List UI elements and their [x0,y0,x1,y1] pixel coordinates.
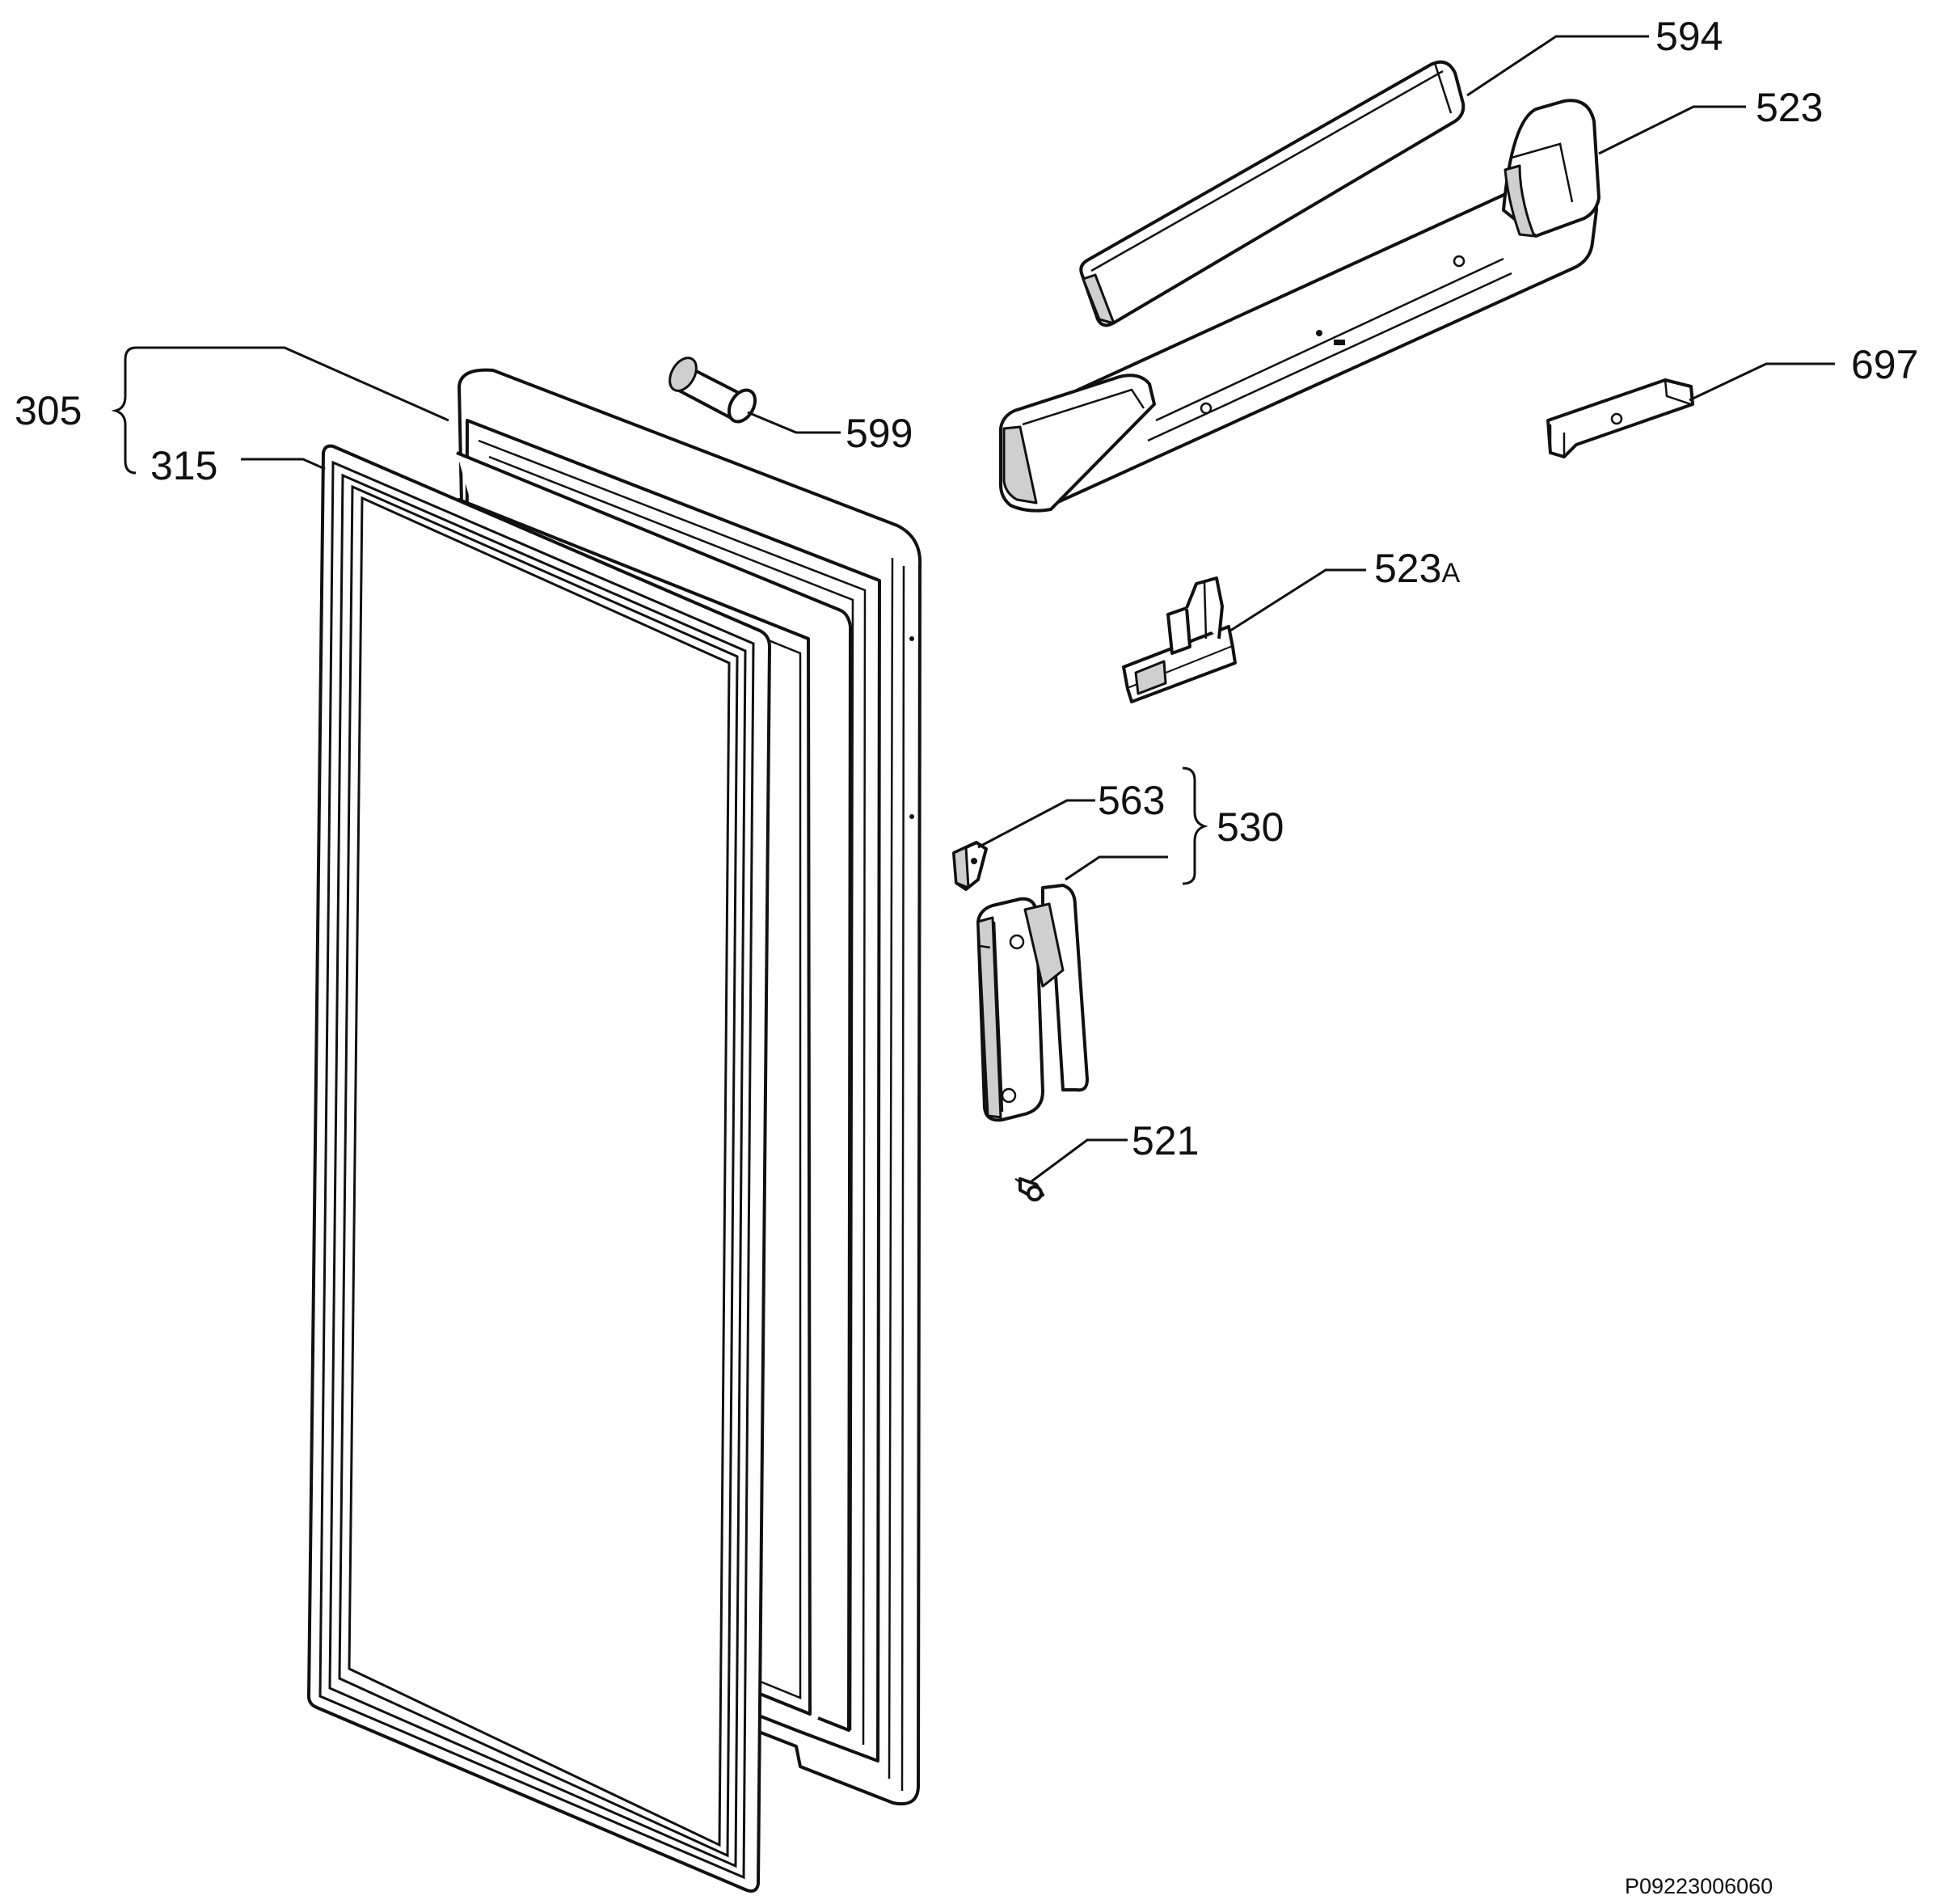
label-594: 594 [1655,14,1723,59]
label-523a: 523A [1374,546,1460,591]
label-521: 521 [1132,1118,1199,1163]
label-523: 523 [1756,85,1823,130]
part-523-handle [999,99,1600,513]
diagram-code: P09223006060 [1625,1874,1773,1898]
part-594-handle-trim [1079,60,1466,327]
part-521-screw [1014,1177,1044,1201]
part-599-cylinder [668,357,757,424]
leader-lines [111,35,1835,1184]
label-530: 530 [1217,804,1284,850]
label-305: 305 [15,388,82,433]
part-number-labels: 305 315 599 594 523 697 523A 563 530 521… [15,14,1918,1898]
label-697: 697 [1851,342,1918,387]
label-599: 599 [846,411,913,456]
label-315: 315 [150,443,217,488]
door-gasket [307,444,771,1893]
part-563-small-clip [952,841,988,891]
part-523a-bracket [1122,576,1237,703]
part-697-clip [1546,378,1694,458]
part-530-lever-handle [976,884,1089,1122]
label-563: 563 [1098,778,1165,823]
